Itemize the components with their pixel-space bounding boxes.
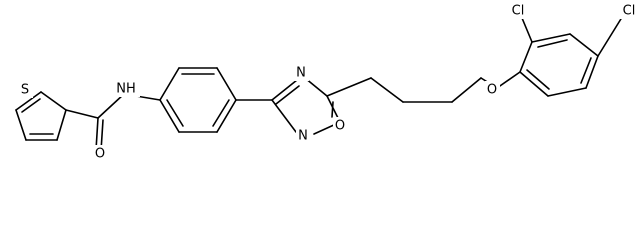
atom-labels: S O NH N N O O Cl xyxy=(18,2,639,162)
para-chlorine-atom: Cl xyxy=(619,2,639,19)
bond xyxy=(15,109,27,141)
oxadiazole-oxygen-atom: O xyxy=(333,117,348,134)
bond xyxy=(580,57,592,84)
bond xyxy=(15,91,42,111)
oxadiazole-nitrogen-bottom-label: N xyxy=(298,129,308,144)
bond xyxy=(271,79,298,101)
oxadiazole-nitrogen-top: N xyxy=(294,64,309,81)
bond xyxy=(159,67,180,101)
bond xyxy=(166,99,184,127)
bond xyxy=(547,87,587,97)
amide-nitrogen-atom-label: NH xyxy=(116,82,136,97)
bonds xyxy=(15,13,625,152)
oxadiazole-nitrogen-bottom: N xyxy=(296,127,311,144)
sulfur-atom: S xyxy=(18,81,33,98)
para-chlorine-atom-label: Cl xyxy=(623,4,636,19)
bond xyxy=(21,98,41,113)
bond xyxy=(216,99,237,133)
sulfur-atom-label: S xyxy=(21,83,29,98)
bond xyxy=(271,99,297,133)
oxadiazole-nitrogen-top-label: N xyxy=(296,66,306,81)
bond xyxy=(526,69,550,90)
bond xyxy=(496,71,521,89)
ortho-chlorine-atom-label: Cl xyxy=(512,4,525,19)
bond xyxy=(519,41,533,73)
ether-oxygen-atom-label: O xyxy=(487,83,497,98)
bond xyxy=(216,67,237,101)
carbonyl-oxygen-atom-label: O xyxy=(95,147,105,162)
bond xyxy=(313,123,337,135)
bond xyxy=(531,33,571,43)
chemical-structure-diagram: S O NH N N O O Cl xyxy=(15,2,639,162)
bond xyxy=(597,13,625,57)
bond xyxy=(537,39,568,48)
carbonyl-oxygen-atom: O xyxy=(93,145,108,162)
bond xyxy=(40,91,67,111)
bond xyxy=(97,93,125,119)
oxadiazole-oxygen-atom-label: O xyxy=(335,119,345,134)
ether-oxygen-atom: O xyxy=(485,81,500,98)
bond xyxy=(331,101,334,118)
bond xyxy=(326,77,372,97)
bond xyxy=(519,71,549,97)
bond xyxy=(370,77,404,103)
ortho-chlorine-atom: Cl xyxy=(508,2,528,19)
bond xyxy=(585,55,599,89)
bond xyxy=(451,77,482,103)
bond xyxy=(521,17,533,43)
bond xyxy=(65,109,99,119)
bond xyxy=(275,85,300,105)
bond xyxy=(56,109,67,141)
amide-nitrogen-atom: NH xyxy=(112,80,140,97)
bond xyxy=(159,99,180,133)
bond xyxy=(569,33,599,57)
bond xyxy=(95,117,99,151)
bond xyxy=(212,99,230,127)
